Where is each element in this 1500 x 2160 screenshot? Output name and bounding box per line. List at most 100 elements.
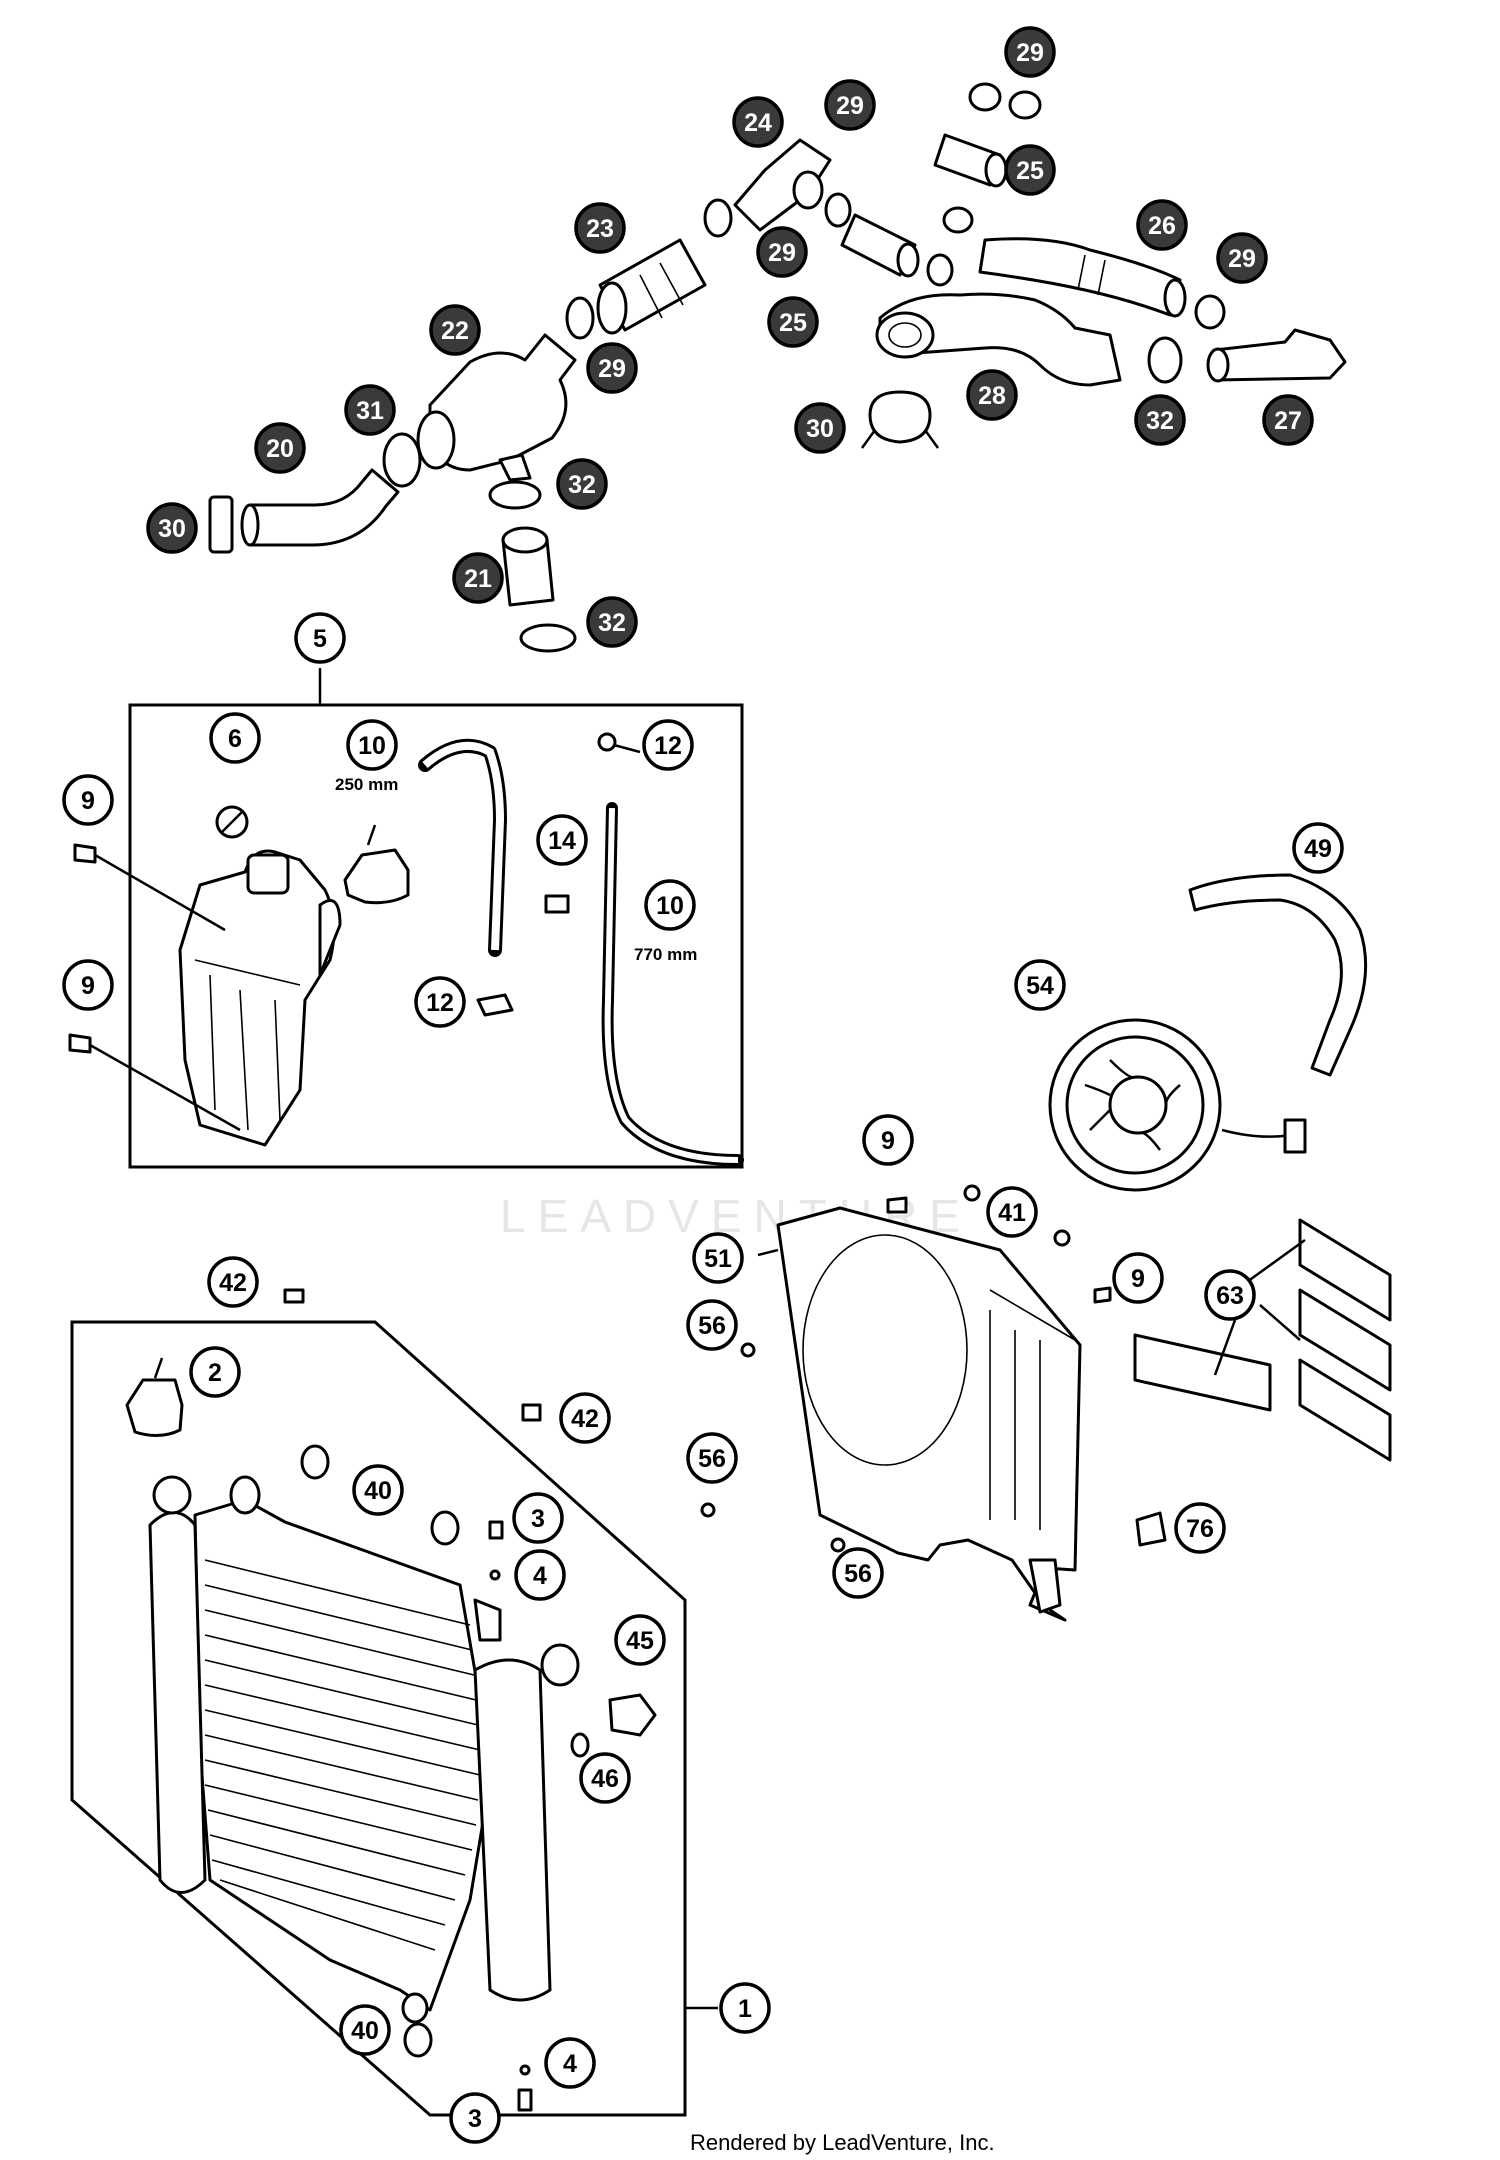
radiator-inlet — [229, 1475, 261, 1515]
radiator-kit-frame — [70, 1320, 687, 2117]
callout-circle — [579, 1752, 631, 1804]
callout-9: 9 — [1112, 1252, 1164, 1304]
radiator-cap-tab — [153, 1357, 164, 1379]
clamp-32-b — [519, 623, 577, 653]
callout-label: 12 — [654, 732, 682, 760]
callout-circle — [344, 384, 396, 436]
callout-label: 12 — [426, 989, 454, 1017]
clip-12-bottom — [476, 993, 514, 1017]
washer-46 — [570, 1732, 590, 1758]
radiator-filler — [152, 1475, 192, 1515]
callout-circle — [512, 1492, 564, 1544]
plug-45 — [608, 1693, 657, 1737]
pipe-27 — [1213, 328, 1347, 382]
callout-circle — [146, 502, 198, 554]
hose-20 — [248, 468, 400, 547]
callout-4: 4 — [544, 2037, 596, 2089]
callout-label: 29 — [1016, 39, 1044, 67]
radiator-right-tank — [473, 1658, 552, 2002]
pipe-27-end — [1206, 347, 1230, 383]
callout-9: 9 — [62, 959, 114, 1011]
screw-3-top — [488, 1520, 504, 1540]
callout-label: 9 — [881, 1127, 895, 1155]
thermostat-outlet — [416, 410, 456, 470]
callout-32: 32 — [556, 458, 608, 510]
hose-10-long-inner — [604, 807, 739, 1163]
callout-label: 4 — [563, 2050, 577, 2078]
callout-label: 56 — [698, 1445, 726, 1473]
callout-label: 28 — [978, 382, 1006, 410]
callout-30: 30 — [146, 502, 198, 554]
callout-25: 25 — [1004, 144, 1056, 196]
radiator-fins — [204, 1559, 481, 1951]
clamp-29-top-a — [968, 82, 1002, 112]
radiator — [148, 1475, 580, 2024]
callout-label: 63 — [1216, 1282, 1244, 1310]
clamp-29-b — [703, 198, 733, 238]
callout-label: 27 — [1274, 407, 1302, 435]
callout-circle — [1112, 1252, 1164, 1304]
callout-circle — [514, 1549, 566, 1601]
hose-10-short-inner — [422, 741, 505, 951]
radiator-bottom-mount — [401, 1992, 429, 2024]
callout-circle — [644, 879, 696, 931]
callout-25: 25 — [767, 296, 819, 348]
callout-label: 56 — [844, 1560, 872, 1588]
clamp-32-right — [1147, 336, 1183, 384]
leader-9-top — [94, 853, 226, 932]
callout-label: 42 — [571, 1405, 599, 1433]
callout-circle — [1216, 232, 1268, 284]
hose-28 — [878, 292, 1122, 387]
hose-10-short — [418, 738, 507, 957]
callout-label: 51 — [704, 1245, 732, 1273]
seal-6-slot — [221, 811, 243, 833]
callout-29: 29 — [1004, 26, 1056, 78]
callout-circle — [756, 226, 808, 278]
callout-label: 4 — [533, 1562, 547, 1590]
callout-circle — [692, 1232, 744, 1284]
callout-51: 51 — [692, 1232, 744, 1284]
callout-56: 56 — [832, 1547, 884, 1599]
callout-41: 41 — [986, 1186, 1038, 1238]
callout-20: 20 — [254, 422, 306, 474]
tank-ribs — [194, 959, 301, 1131]
callout-label: 46 — [591, 1765, 619, 1793]
clamp-29-top-b — [1008, 90, 1042, 120]
hose-10-long — [601, 802, 744, 1166]
callout-circle — [1134, 394, 1186, 446]
clip-30-tabs — [860, 429, 940, 449]
plate-63-b — [1298, 1288, 1392, 1392]
callout-circle — [209, 712, 261, 764]
callout-circle — [824, 79, 876, 131]
leader-9-bottom — [89, 1043, 241, 1132]
expansion-tank — [178, 849, 342, 1147]
callout-circle — [1204, 1269, 1256, 1321]
callout-label: 41 — [998, 1199, 1026, 1227]
callout-circle — [1004, 144, 1056, 196]
callout-label: 31 — [356, 397, 384, 425]
hose-28-mouth — [875, 311, 935, 359]
clip-30-left — [208, 495, 234, 554]
callout-label: 49 — [1304, 835, 1332, 863]
callout-circle — [586, 342, 638, 394]
grommet-40-bottom — [403, 2022, 433, 2058]
elbow-24-end — [792, 170, 824, 210]
callout-40: 40 — [352, 1464, 404, 1516]
hose-23-ribs — [639, 262, 684, 319]
callout-label: 54 — [1026, 972, 1054, 1000]
screw-56-b — [700, 1502, 716, 1518]
shroud-tab — [1028, 1558, 1062, 1614]
leader-63-c — [1213, 1319, 1237, 1376]
callout-29: 29 — [756, 226, 808, 278]
clamp-29-e — [942, 206, 974, 234]
screw-56-a — [740, 1342, 756, 1358]
callout-29: 29 — [824, 79, 876, 131]
callout-circle — [642, 719, 694, 771]
screw-42-b — [521, 1403, 542, 1422]
leader-51 — [757, 1248, 779, 1257]
radiator-left-tank — [148, 1511, 207, 1894]
callout-label: 56 — [698, 1312, 726, 1340]
callout-label: 30 — [158, 515, 186, 543]
callout-label: 14 — [548, 827, 576, 855]
callout-label: 32 — [568, 471, 596, 499]
